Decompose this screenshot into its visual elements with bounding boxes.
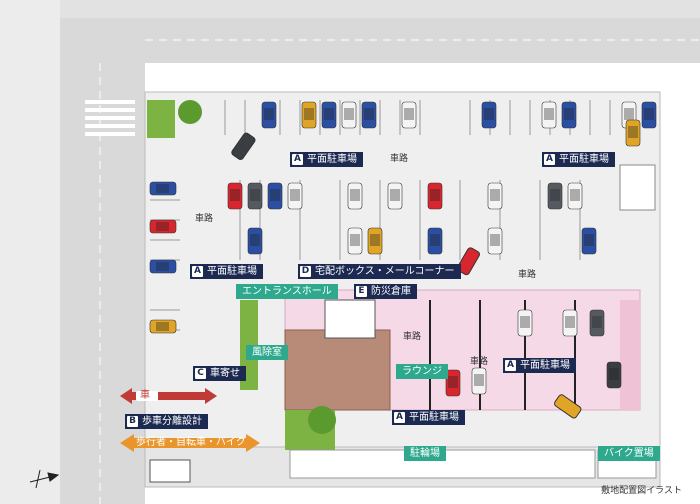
zone-label-delivery-box: D 宅配ボックス・メールコーナー	[298, 264, 461, 279]
main-road-horizontal	[60, 18, 700, 63]
car-icon	[267, 182, 283, 210]
car-icon	[567, 182, 583, 210]
car-icon	[445, 369, 461, 397]
zone-label-flat-parking-ne: A 平面駐車場	[542, 152, 615, 167]
car-icon	[247, 227, 263, 255]
car-icon	[231, 132, 256, 160]
car-icon	[589, 309, 605, 337]
car-icon	[517, 309, 533, 337]
zone-badge: A	[505, 360, 516, 371]
car-icon	[149, 219, 177, 234]
car-icon	[287, 182, 303, 210]
car-icon	[347, 227, 363, 255]
map-caption: 敷地配置図イラスト	[601, 486, 682, 496]
car-icon	[301, 101, 317, 129]
zone-label-flat-parking-nw: A 平面駐車場	[290, 152, 363, 167]
zone-badge: A	[544, 154, 555, 165]
car-icon	[427, 227, 443, 255]
car-icon	[561, 101, 577, 129]
car-icon	[387, 182, 403, 210]
zone-badge: E	[356, 286, 367, 297]
car-icon	[367, 227, 383, 255]
zone-text: 車寄せ	[210, 367, 240, 379]
road-label: 車路	[518, 270, 537, 280]
label-entrance-hall: エントランスホール	[236, 284, 338, 299]
zone-text: 平面駐車場	[559, 153, 609, 165]
car-icon	[227, 182, 243, 210]
car-icon	[149, 181, 177, 196]
label-bike-storage: バイク置場	[598, 446, 660, 461]
car-icon	[427, 182, 443, 210]
zone-text: 平面駐車場	[207, 265, 257, 277]
car-icon	[541, 101, 557, 129]
zone-badge: A	[192, 266, 203, 277]
car-icon	[471, 367, 487, 395]
zone-text: 歩車分離設計	[142, 415, 202, 427]
label-bicycle-parking: 駐輪場	[404, 446, 446, 461]
zone-label-flat-parking-s: A 平面駐車場	[392, 410, 465, 425]
building-core	[284, 329, 391, 411]
car-icon	[481, 101, 497, 129]
car-icon	[547, 182, 563, 210]
car-arrow-label: 車	[140, 390, 150, 401]
label-lounge: ラウンジ	[396, 364, 448, 379]
zone-label-flat-parking-in: A 平面駐車場	[503, 358, 576, 373]
zone-text: 宅配ボックス・メールコーナー	[315, 265, 455, 277]
crosswalk	[85, 100, 135, 136]
car-icon	[149, 259, 177, 274]
label-windbreak: 風除室	[246, 345, 288, 360]
car-icon	[361, 101, 377, 129]
zone-text: 平面駐車場	[520, 359, 570, 371]
zone-text: 平面駐車場	[409, 411, 459, 423]
zone-badge: A	[292, 154, 303, 165]
zone-badge: A	[394, 412, 405, 423]
car-icon	[321, 101, 337, 129]
zone-badge: C	[195, 368, 206, 379]
zone-label-separation: B 歩車分離設計	[125, 414, 208, 429]
road-label: 車路	[390, 154, 409, 164]
zone-label-disaster-storage: E 防災倉庫	[354, 284, 417, 299]
zone-badge: B	[127, 416, 138, 427]
pedestrian-arrow-label: 歩行者・自転車・バイク	[136, 437, 246, 448]
car-icon	[401, 101, 417, 129]
car-icon	[641, 101, 657, 129]
car-icon	[625, 119, 641, 147]
car-icon	[347, 182, 363, 210]
car-icon	[247, 182, 263, 210]
car-icon	[261, 101, 277, 129]
cars-layer	[149, 101, 657, 419]
zone-text: 平面駐車場	[307, 153, 357, 165]
car-icon	[606, 361, 622, 389]
car-icon	[149, 319, 177, 334]
zone-text: 防災倉庫	[371, 285, 411, 297]
car-icon	[562, 309, 578, 337]
car-icon	[456, 247, 480, 276]
car-icon	[554, 394, 582, 419]
car-icon	[487, 227, 503, 255]
zone-label-flat-parking-w: A 平面駐車場	[190, 264, 263, 279]
road-label: 車路	[195, 214, 214, 224]
car-icon	[581, 227, 597, 255]
road-label: 車路	[403, 332, 422, 342]
road-label: 車路	[470, 357, 489, 367]
car-icon	[341, 101, 357, 129]
zone-badge: D	[300, 266, 311, 277]
zone-label-car-drop: C 車寄せ	[193, 366, 246, 381]
car-icon	[487, 182, 503, 210]
